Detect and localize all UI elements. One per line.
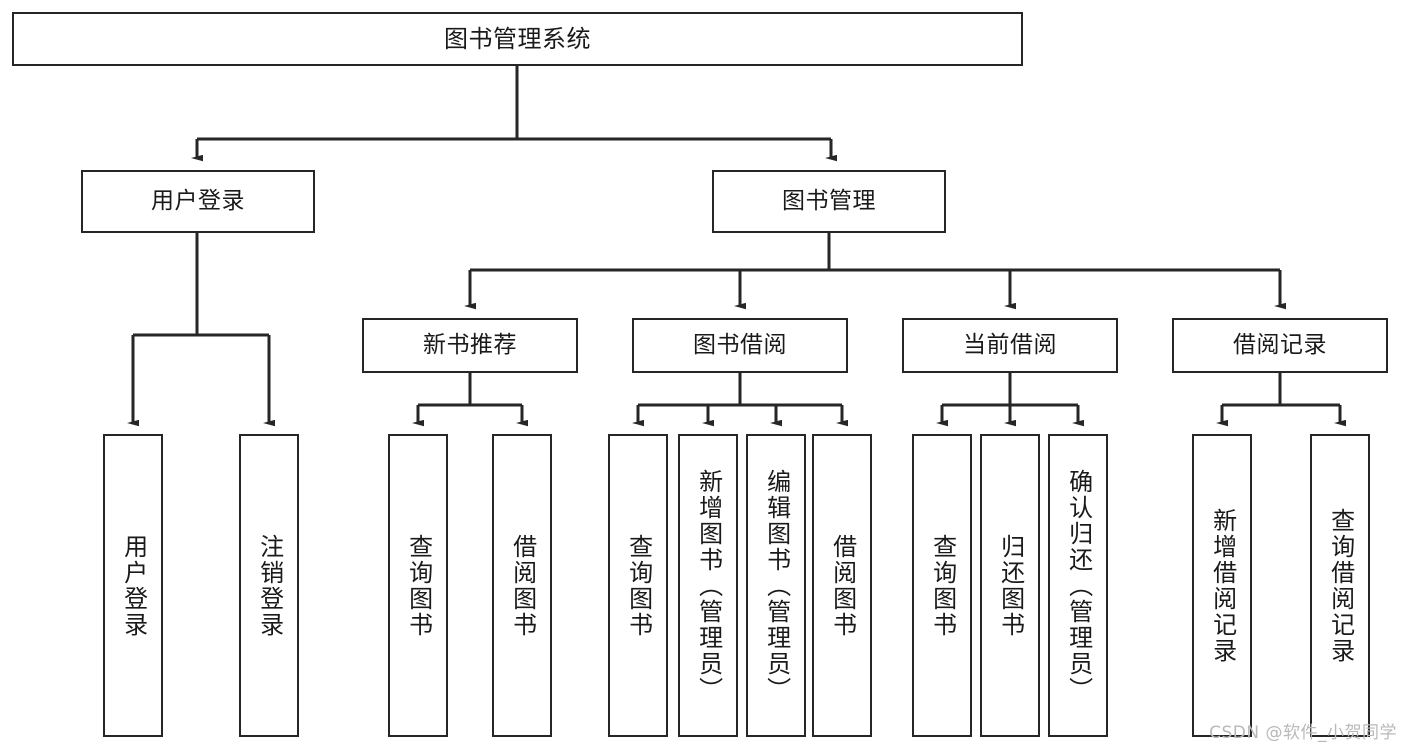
node-label: 新增借阅记录 xyxy=(1208,507,1237,664)
node-label: 查询图书 xyxy=(404,533,433,638)
node-label: 查询借阅记录 xyxy=(1326,507,1355,664)
node-label: 用户登录 xyxy=(119,533,148,638)
node-label: 图书借阅 xyxy=(693,331,787,358)
node-label: 查询图书 xyxy=(624,533,653,638)
node-label: 归还图书 xyxy=(996,533,1025,638)
node-label: 借阅记录 xyxy=(1233,331,1327,358)
node-label: 借阅图书 xyxy=(508,533,537,638)
node-leaf-return-book[interactable]: 归还图书 xyxy=(980,434,1040,737)
node-label: 查询图书 xyxy=(928,533,957,638)
node-borrow-records[interactable]: 借阅记录 xyxy=(1172,318,1388,373)
csdn-watermark: CSDN @软件_小贺同学 xyxy=(1209,723,1397,743)
node-leaf-borrow-book-new[interactable]: 借阅图书 xyxy=(492,434,552,737)
node-label: 新书推荐 xyxy=(423,331,517,358)
node-leaf-confirm-return-admin[interactable]: 确认归还（管理员） xyxy=(1048,434,1108,737)
node-label: 图书管理系统 xyxy=(444,24,591,53)
node-label: 编辑图书（管理员） xyxy=(762,468,791,703)
node-book-management[interactable]: 图书管理 xyxy=(712,170,946,233)
node-new-book-recommend[interactable]: 新书推荐 xyxy=(362,318,578,373)
node-label: 新增图书（管理员） xyxy=(694,468,723,703)
node-user-login[interactable]: 用户登录 xyxy=(81,170,315,233)
node-root-system[interactable]: 图书管理系统 xyxy=(12,12,1023,66)
node-leaf-user-login[interactable]: 用户登录 xyxy=(103,434,163,737)
node-leaf-query-book-new[interactable]: 查询图书 xyxy=(388,434,448,737)
node-leaf-add-book-admin[interactable]: 新增图书（管理员） xyxy=(678,434,738,737)
node-leaf-query-book-borrow[interactable]: 查询图书 xyxy=(608,434,668,737)
node-label: 图书管理 xyxy=(782,187,876,214)
node-leaf-query-borrow-record[interactable]: 查询借阅记录 xyxy=(1310,434,1370,737)
node-leaf-logout[interactable]: 注销登录 xyxy=(239,434,299,737)
node-leaf-edit-book-admin[interactable]: 编辑图书（管理员） xyxy=(746,434,806,737)
node-leaf-add-borrow-record[interactable]: 新增借阅记录 xyxy=(1192,434,1252,737)
node-book-borrow[interactable]: 图书借阅 xyxy=(632,318,848,373)
node-label: 注销登录 xyxy=(255,533,284,638)
node-current-borrow[interactable]: 当前借阅 xyxy=(902,318,1118,373)
node-label: 用户登录 xyxy=(151,187,245,214)
node-label: 借阅图书 xyxy=(828,533,857,638)
node-label: 当前借阅 xyxy=(963,331,1057,358)
node-leaf-query-book-current[interactable]: 查询图书 xyxy=(912,434,972,737)
node-label: 确认归还（管理员） xyxy=(1064,468,1093,703)
node-leaf-borrow-book[interactable]: 借阅图书 xyxy=(812,434,872,737)
